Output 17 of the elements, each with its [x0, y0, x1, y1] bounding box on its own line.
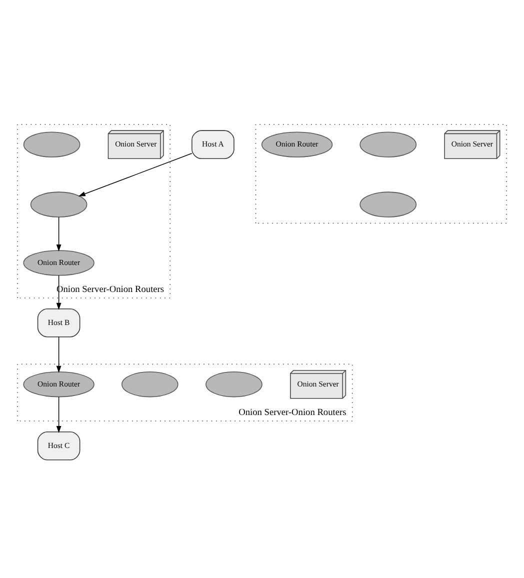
- node-box: Host A: [192, 130, 234, 159]
- node-router: [360, 132, 417, 158]
- arrow: [78, 152, 192, 196]
- node-router: [23, 132, 80, 158]
- node-box: Host B: [37, 308, 80, 338]
- node-box: Host C: [37, 431, 80, 460]
- node-router: [360, 192, 417, 218]
- node-router: [121, 372, 178, 398]
- arrow: [56, 396, 62, 433]
- arrow: [56, 336, 62, 373]
- arrow: [56, 216, 62, 252]
- node-ellipse: Onion Router: [261, 132, 333, 158]
- node-ellipse: Onion Router: [23, 250, 94, 276]
- arrow: [56, 275, 62, 310]
- cluster: [255, 124, 507, 224]
- node-router: [206, 372, 262, 398]
- node-ellipse: Onion Router: [23, 372, 94, 398]
